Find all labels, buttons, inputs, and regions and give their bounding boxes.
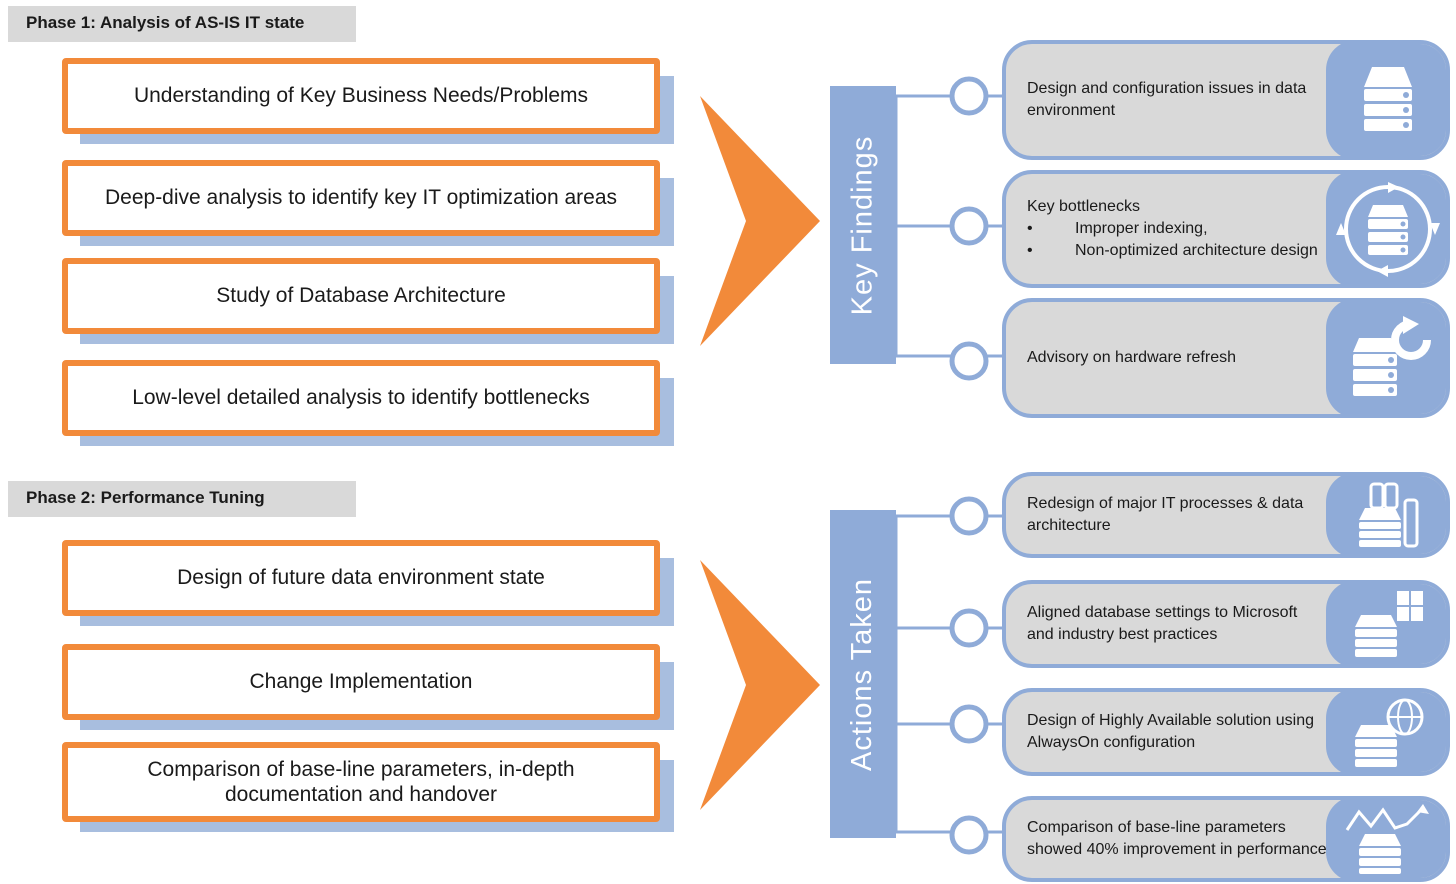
- phase1-step-1: Understanding of Key Business Needs/Prob…: [62, 58, 674, 144]
- connector-node: [949, 815, 989, 855]
- finding-text: Key bottlenecks • Improper indexing, • N…: [1027, 196, 1337, 262]
- server-chart-icon: [1345, 804, 1429, 874]
- phase2-step-1: Design of future data environment state: [62, 540, 674, 626]
- actions-taken-bar: Actions Taken: [830, 510, 896, 838]
- finding-text: Design and configuration issues in data …: [1027, 79, 1307, 119]
- server-refresh-icon: [1353, 316, 1431, 396]
- step-box: Deep-dive analysis to identify key IT op…: [62, 160, 660, 236]
- step-box: Study of Database Architecture: [62, 258, 660, 334]
- step-label: Deep-dive analysis to identify key IT op…: [104, 186, 618, 210]
- bullet-text: Non-optimized architecture design: [1075, 242, 1318, 260]
- phase2-step-3: Comparison of base-line parameters, in-d…: [62, 742, 674, 832]
- step-box: Design of future data environment state: [62, 540, 660, 616]
- step-box: Change Implementation: [62, 644, 660, 720]
- finding-card-1: Design and configuration issues in data …: [1002, 40, 1450, 160]
- connector-node: [949, 341, 989, 381]
- action-card-1: Redesign of major IT processes & data ar…: [1002, 472, 1450, 558]
- connector-node: [949, 76, 989, 116]
- phase2-step-2: Change Implementation: [62, 644, 674, 730]
- icon-panel: [1326, 476, 1446, 554]
- step-label: Change Implementation: [249, 670, 473, 694]
- phase1-step-2: Deep-dive analysis to identify key IT op…: [62, 160, 674, 246]
- icon-panel: [1326, 44, 1446, 156]
- step-box: Comparison of base-line parameters, in-d…: [62, 742, 660, 822]
- server-globe-icon: [1355, 698, 1424, 767]
- finding-card-3: Advisory on hardware refresh: [1002, 298, 1450, 418]
- finding-card-2: Key bottlenecks • Improper indexing, • N…: [1002, 170, 1450, 288]
- phase1-arrow-icon: [700, 96, 820, 346]
- step-box: Understanding of Key Business Needs/Prob…: [62, 58, 660, 134]
- server-windows-icon: [1355, 591, 1423, 657]
- action-text: Redesign of major IT processes & data ar…: [1027, 494, 1304, 534]
- action-text: Aligned database settings to Microsoft a…: [1027, 603, 1298, 643]
- step-label: Design of future data environment state: [177, 566, 545, 590]
- bullet-dot: •: [1027, 219, 1033, 237]
- bullet-text: Improper indexing,: [1075, 219, 1208, 237]
- icon-panel: [1326, 174, 1446, 284]
- action-card-3: Design of Highly Available solution usin…: [1002, 688, 1450, 776]
- action-card-2: Aligned database settings to Microsoft a…: [1002, 580, 1450, 668]
- action-card-4: Comparison of base-line parameters showe…: [1002, 796, 1450, 882]
- server-icon: [1364, 67, 1412, 131]
- phase2-header: Phase 2: Performance Tuning: [8, 481, 356, 517]
- key-findings-bar: Key Findings: [830, 86, 896, 364]
- phase1-header: Phase 1: Analysis of AS-IS IT state: [8, 6, 356, 42]
- action-text: Comparison of base-line parameters showe…: [1027, 818, 1327, 858]
- icon-panel: [1326, 584, 1446, 664]
- step-box: Low-level detailed analysis to identify …: [62, 360, 660, 436]
- icon-panel: [1326, 800, 1446, 878]
- bullet-item: • Improper indexing,: [1027, 218, 1337, 240]
- step-label: Study of Database Architecture: [216, 284, 506, 308]
- server-cycle-icon: [1336, 182, 1440, 277]
- key-findings-label: Key Findings: [846, 135, 879, 315]
- phase2-arrow-icon: [700, 560, 820, 810]
- connector-node: [949, 206, 989, 246]
- actions-taken-label: Actions Taken: [846, 577, 879, 771]
- phase1-step-3: Study of Database Architecture: [62, 258, 674, 344]
- step-label: Comparison of base-line parameters, in-d…: [147, 757, 575, 806]
- action-text: Design of Highly Available solution usin…: [1027, 711, 1314, 751]
- connector-node: [949, 608, 989, 648]
- finding-text: Advisory on hardware refresh: [1027, 348, 1236, 366]
- phase1-step-4: Low-level detailed analysis to identify …: [62, 360, 674, 446]
- bullet-item: • Non-optimized architecture design: [1027, 240, 1337, 262]
- finding-title: Key bottlenecks: [1027, 197, 1140, 215]
- connector-node: [949, 496, 989, 536]
- icon-panel: [1326, 302, 1446, 414]
- server-process-icon: [1359, 482, 1419, 548]
- bullet-dot: •: [1027, 242, 1033, 260]
- icon-panel: [1326, 692, 1446, 772]
- step-label: Understanding of Key Business Needs/Prob…: [133, 84, 589, 108]
- step-label: Low-level detailed analysis to identify …: [132, 386, 590, 410]
- connector-node: [949, 704, 989, 744]
